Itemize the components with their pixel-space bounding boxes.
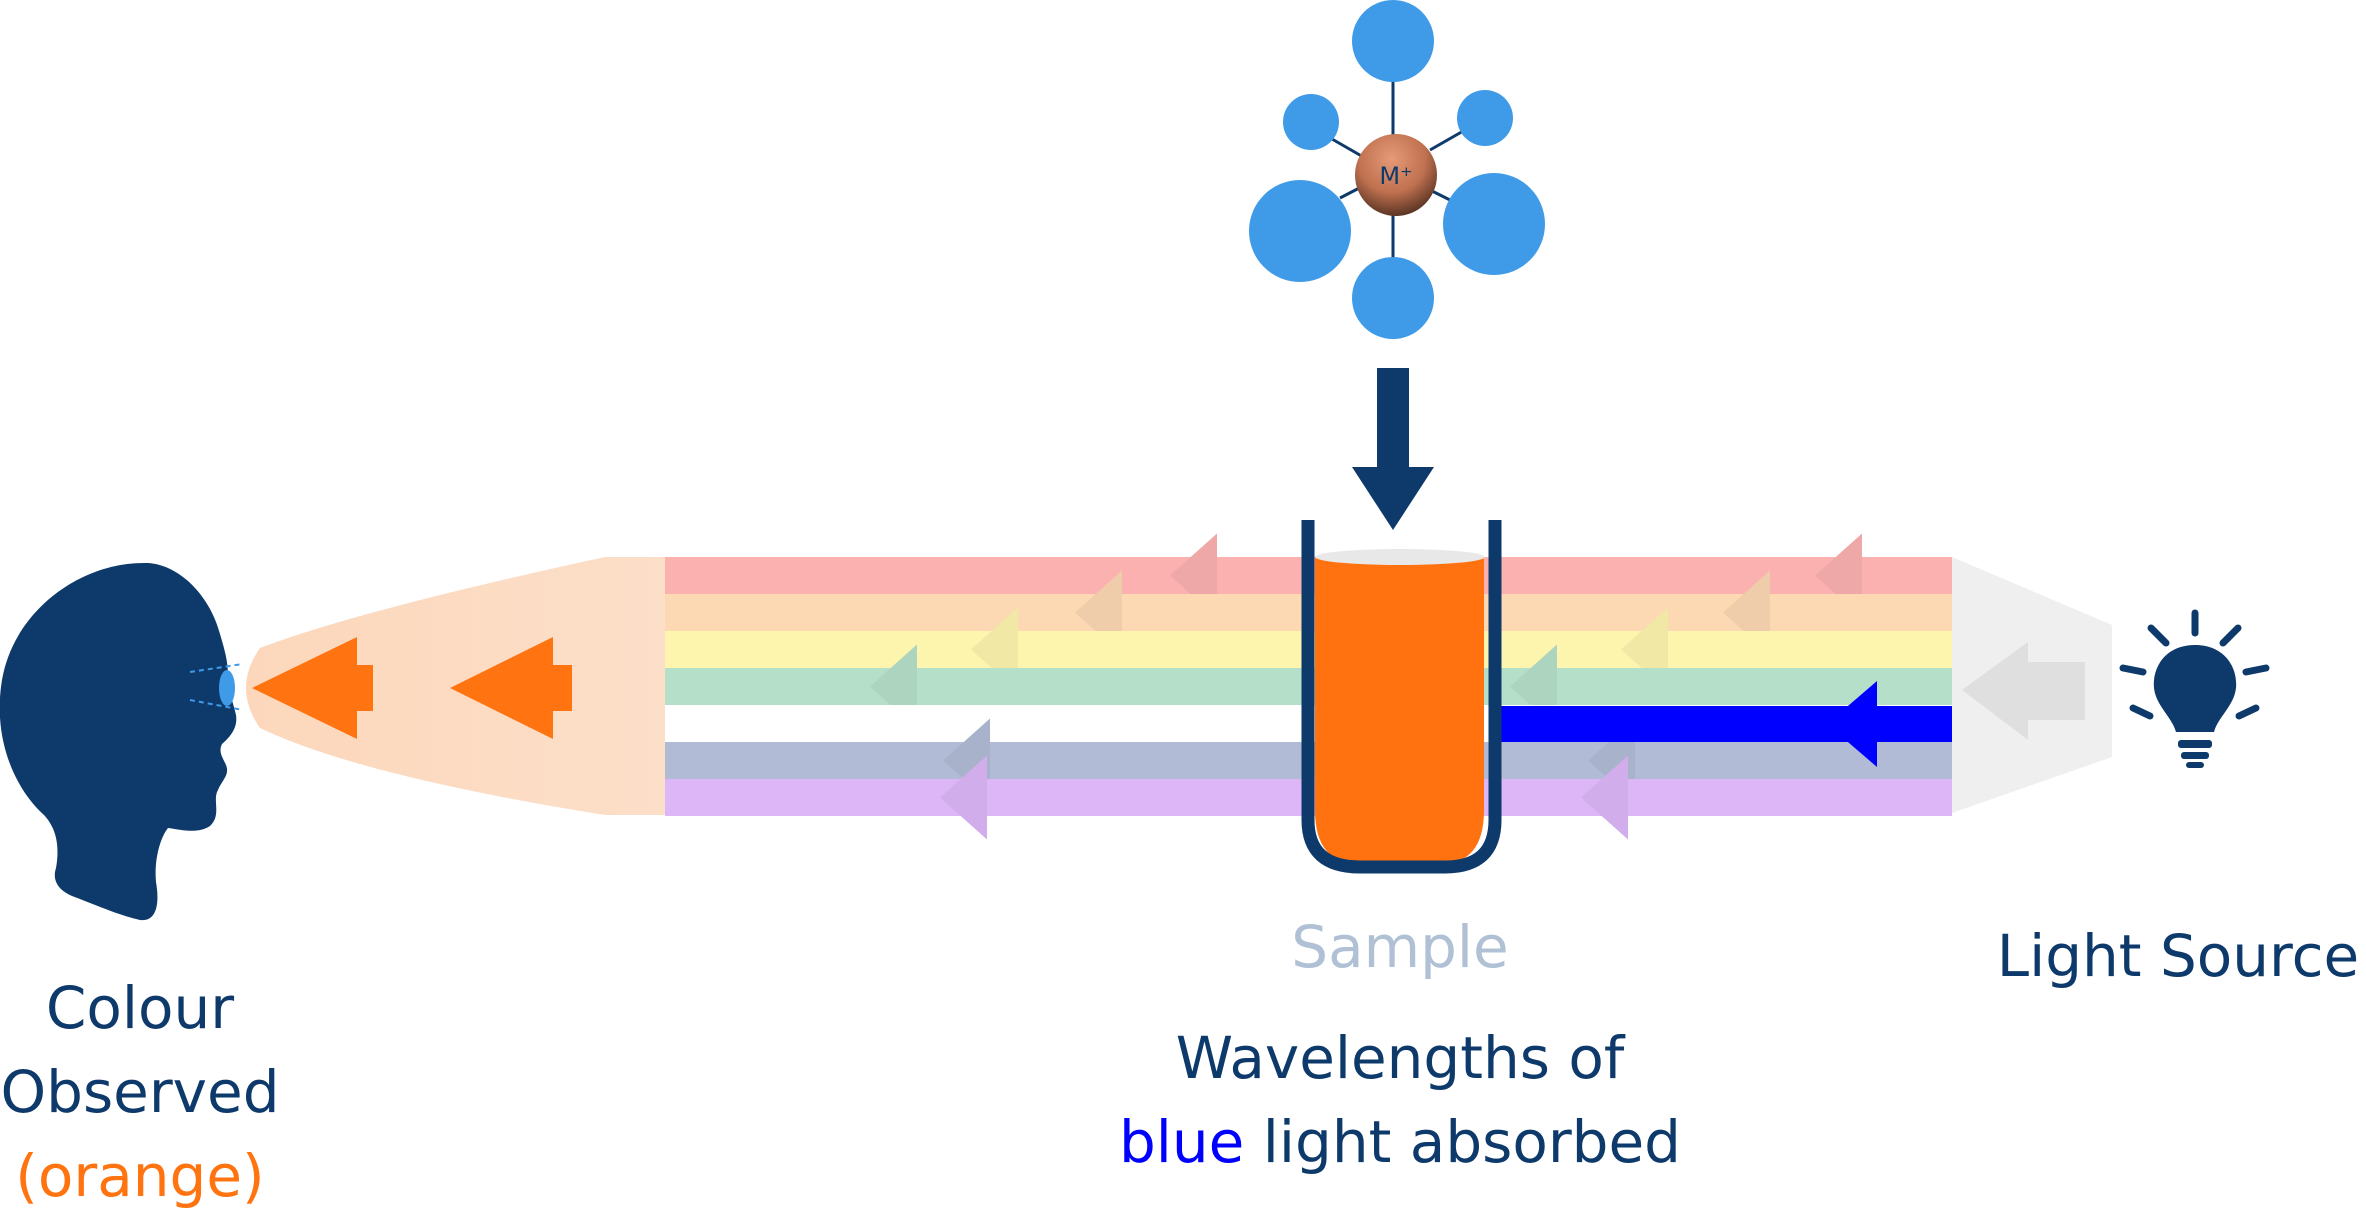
colour-observed-label: Colour Observed (orange) <box>0 966 280 1218</box>
metal-complex: M⁺ <box>1249 0 1545 339</box>
light-source-label: Light Source <box>1996 922 2360 990</box>
sample-cuvette <box>1301 520 1502 874</box>
ligand <box>1352 257 1434 339</box>
sample-label: Sample <box>1291 913 1509 981</box>
absorbed-blue-band <box>1500 706 1952 742</box>
absorbed-label: Wavelengths of blue light absorbed <box>1100 1016 1700 1184</box>
metal-ion-label: M⁺ <box>1379 162 1412 190</box>
observed-arrow-2 <box>450 637 572 739</box>
absorbed-line2-rest: light absorbed <box>1244 1108 1682 1176</box>
down-arrow <box>1352 368 1434 530</box>
ligand <box>1443 173 1545 275</box>
ligand <box>1457 90 1513 146</box>
ligand <box>1352 0 1434 82</box>
colour-observed-line2: Observed <box>0 1058 280 1126</box>
colour-observed-line1: Colour <box>45 974 235 1042</box>
colour-observed-value: (orange) <box>15 1142 265 1210</box>
observer-eye <box>219 670 235 706</box>
light-bulb-icon <box>2119 609 2270 768</box>
observed-arrow-1 <box>252 637 373 739</box>
absorbed-colour-word: blue <box>1118 1108 1245 1176</box>
absorbed-blue-arrowhead <box>1827 681 1877 767</box>
ligand <box>1283 94 1339 150</box>
absorbed-line2: blue light absorbed <box>1100 1100 1700 1184</box>
spectrum-arrow-violet-2 <box>1581 755 1628 840</box>
light-source-beam-arrow <box>1962 642 2085 740</box>
sample-solution-surface <box>1315 549 1485 565</box>
absorbed-line1: Wavelengths of <box>1175 1024 1625 1092</box>
observer-head <box>0 562 237 921</box>
spectrum-arrow-violet-1 <box>940 755 987 840</box>
metal-ion <box>1355 134 1437 216</box>
ligand <box>1249 180 1351 282</box>
sample-solution <box>1315 557 1484 864</box>
